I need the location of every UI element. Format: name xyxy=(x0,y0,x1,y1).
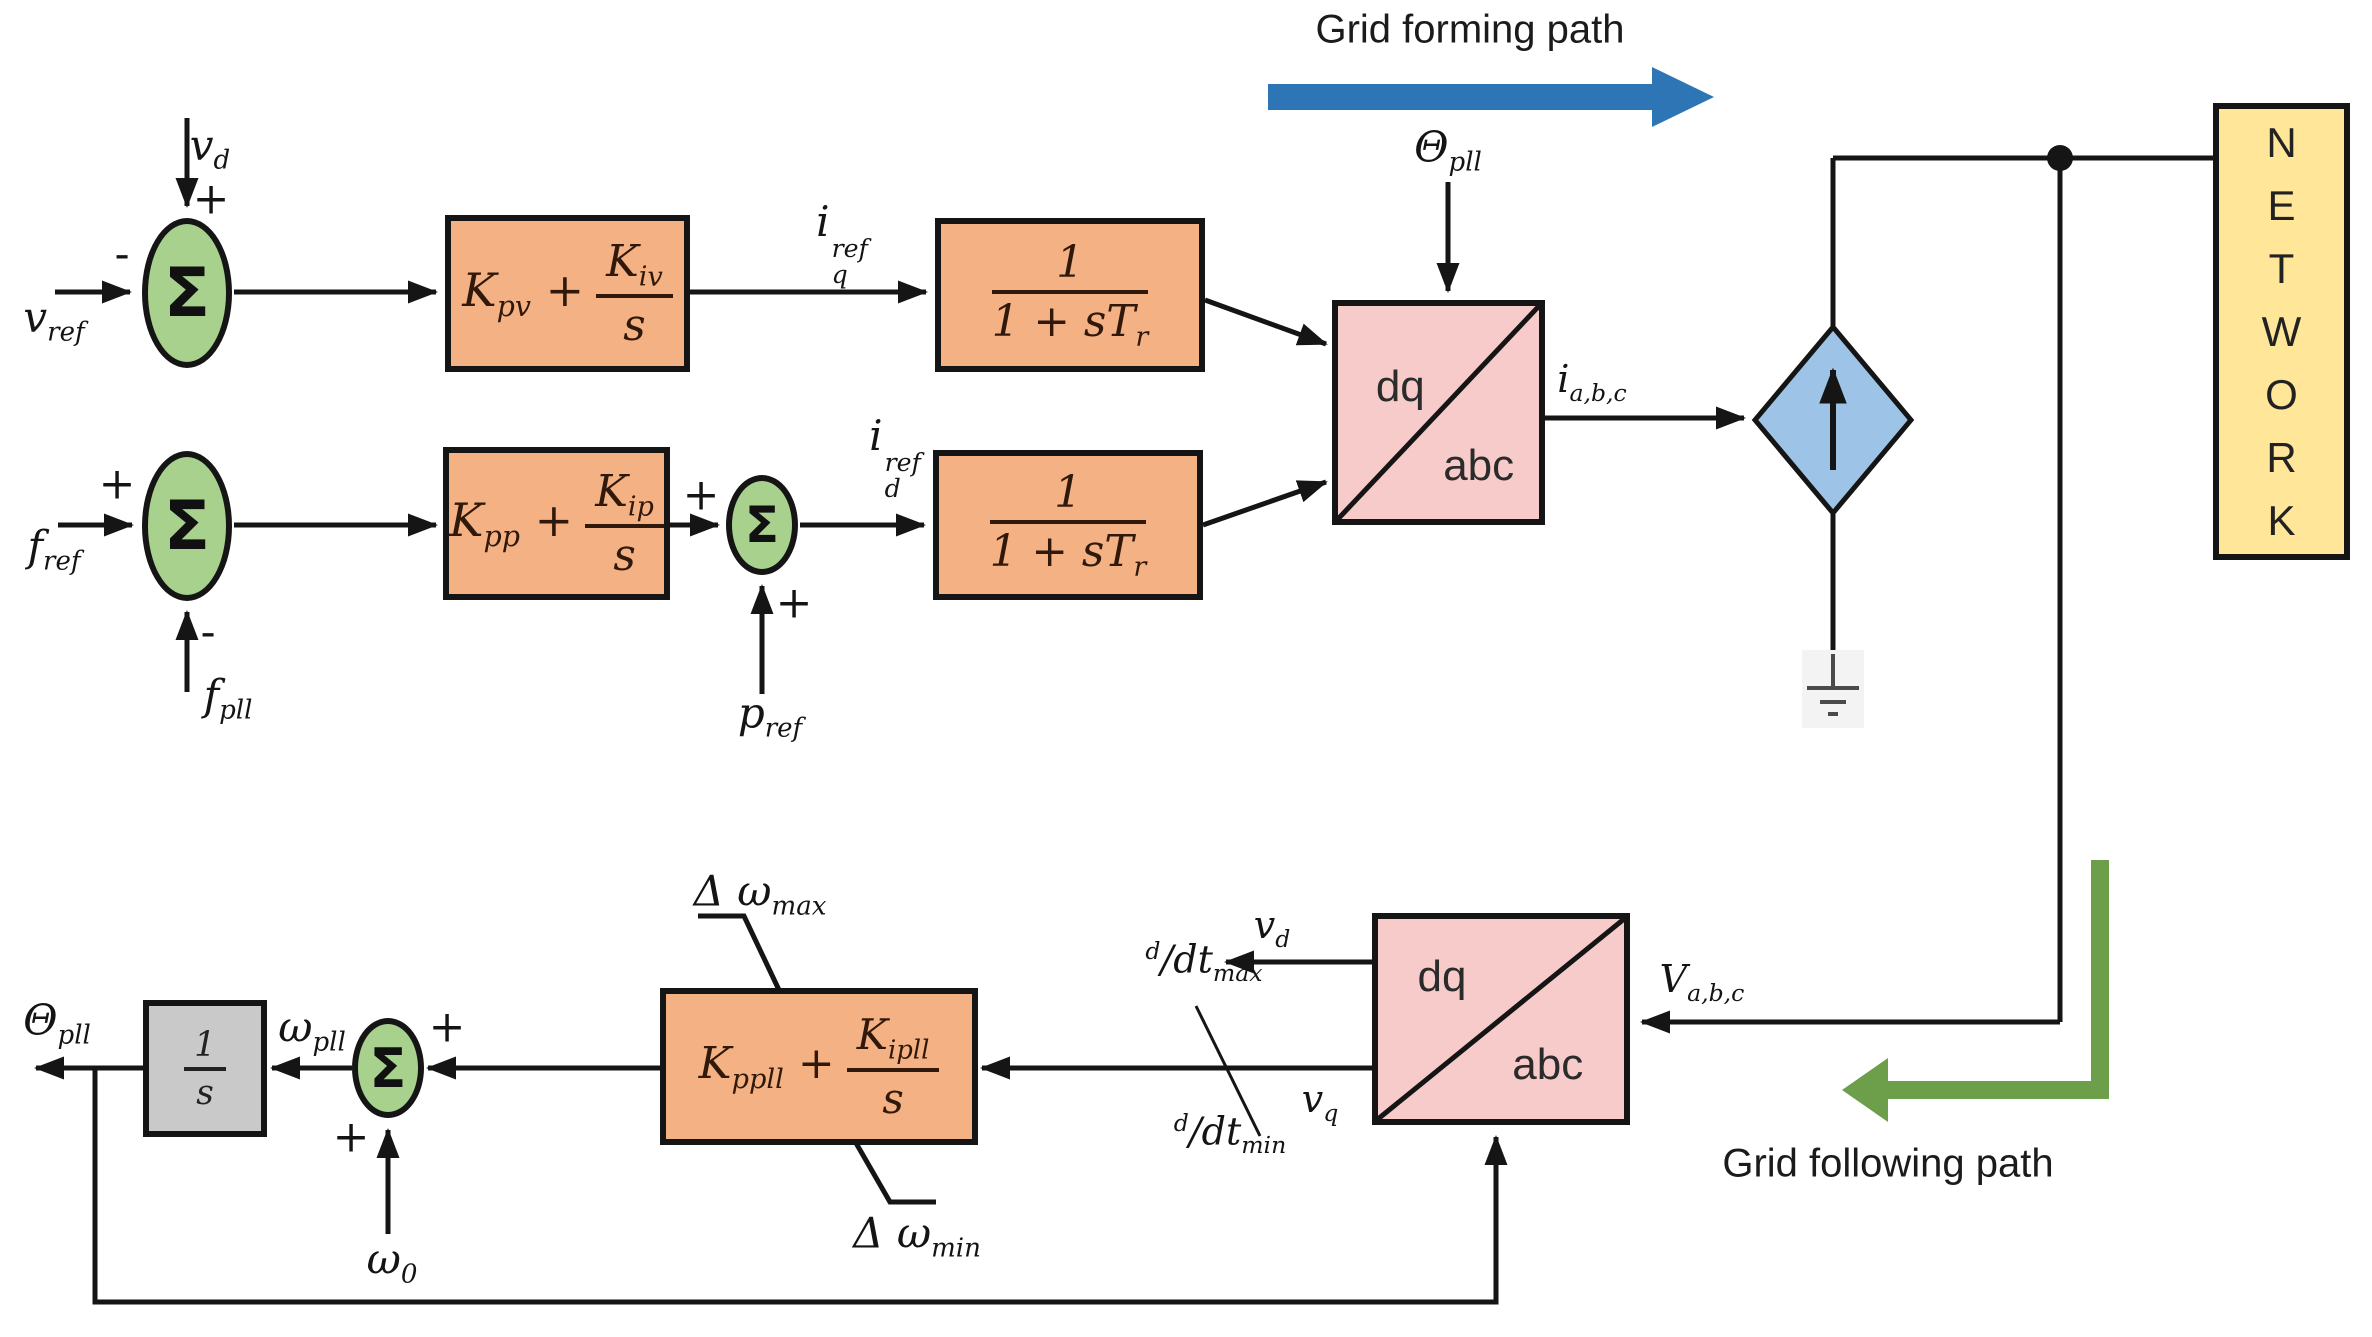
integrator-block: 1 s xyxy=(143,1000,267,1137)
current-lag-d-block: 1 1 + sTr xyxy=(933,450,1203,600)
fraction-numerator: Kip xyxy=(585,466,664,529)
pi-voltage-fraction: Kiv s xyxy=(596,236,673,352)
wire-lag-q-to-dq-top xyxy=(1204,297,1328,347)
label-theta-pll-top: Θpll xyxy=(1414,122,1482,178)
pi-voltage-block: Kpv + Kiv s xyxy=(445,215,690,372)
pi-power-pre: Kpp + xyxy=(449,493,574,554)
fraction-numerator: Kipll xyxy=(846,1010,940,1072)
lag-q-fraction: 1 1 + sTr xyxy=(991,237,1149,353)
dq-label: dq xyxy=(1375,361,1425,411)
fraction-denominator: 1 + sTr xyxy=(991,296,1149,353)
pi-power-fraction: Kip s xyxy=(585,466,664,582)
fraction-denominator: s xyxy=(882,1073,904,1123)
label-vd-output: vd xyxy=(1253,903,1291,953)
integrator-fraction: 1 s xyxy=(184,1025,226,1113)
sum-junction-pll: Σ xyxy=(352,1018,424,1118)
sign-minus-vref: - xyxy=(114,228,130,280)
grid-following-arrow-shaft xyxy=(1888,860,2109,1099)
label-vref: vref xyxy=(23,292,85,348)
sum-symbol: Σ xyxy=(369,1036,407,1100)
pi-pll-block: Kppll + Kipll s xyxy=(660,988,978,1145)
wire-theta-feedback xyxy=(92,1068,1508,1305)
sum-junction-voltage: Σ xyxy=(142,218,232,368)
sum-symbol: Σ xyxy=(744,496,780,554)
fraction-numerator: 1 xyxy=(989,467,1147,525)
grid-following-path-caption: Grid following path xyxy=(1722,1141,2054,1186)
label-vabc: Va,b,c xyxy=(1659,957,1745,1007)
sum-symbol: Σ xyxy=(163,486,211,566)
sign-plus-pll-in: + xyxy=(428,1001,466,1053)
label-delta-omega-max: Δ ωmax xyxy=(693,866,827,922)
sign-plus-power-in: + xyxy=(682,469,720,521)
dq-abc-transform-top: dq abc xyxy=(1332,300,1545,525)
label-ddt-min: d/dtmin xyxy=(1173,1108,1287,1160)
sign-plus-fref: + xyxy=(98,458,136,510)
label-delta-omega-min: Δ ωmin xyxy=(853,1208,981,1264)
limit-max-icon xyxy=(698,913,782,992)
fraction-denominator: s xyxy=(623,300,646,352)
grid-following-arrow-icon xyxy=(1842,1058,1888,1122)
pi-pll-pre: Kppll + xyxy=(698,1038,835,1095)
dq-diagonal xyxy=(1338,306,1539,519)
pi-pll-fraction: Kipll s xyxy=(846,1010,940,1123)
pi-power-block: Kpp + Kip s xyxy=(443,447,670,600)
label-omega-pll: ωpll xyxy=(278,1002,346,1058)
label-omega-zero: ω0 xyxy=(366,1234,418,1290)
dq-label: dq xyxy=(1417,952,1467,1001)
sign-plus-omega0: + xyxy=(332,1111,370,1163)
label-pref: pref xyxy=(737,688,803,744)
sum-junction-power: Σ xyxy=(726,475,798,575)
sign-plus-vd: + xyxy=(192,173,230,225)
fraction-denominator: 1 + sTr xyxy=(989,526,1147,583)
abc-dq-transform-bottom: dq abc xyxy=(1372,913,1630,1125)
pi-voltage-pre: Kpv + xyxy=(462,263,585,324)
fraction-numerator: 1 xyxy=(184,1025,226,1071)
limit-min-icon xyxy=(853,1141,936,1205)
label-theta-pll-output: Θpll xyxy=(23,995,91,1051)
rate-limiter-icon xyxy=(1194,1005,1262,1137)
grid-forming-arrow-icon xyxy=(1652,67,1714,127)
label-fref: fref xyxy=(27,521,81,577)
sign-plus-pref: + xyxy=(775,577,813,629)
ground-icon xyxy=(1807,654,1859,716)
network-block: NETWORK xyxy=(2213,103,2350,560)
abc-label: abc xyxy=(1512,1040,1584,1089)
current-lag-q-block: 1 1 + sTr xyxy=(935,218,1205,372)
label-fpll: fpll xyxy=(203,670,253,726)
fraction-denominator: s xyxy=(196,1072,214,1113)
abc-label: abc xyxy=(1443,440,1515,490)
lag-d-fraction: 1 1 + sTr xyxy=(989,467,1147,583)
fraction-denominator: s xyxy=(613,530,636,582)
sum-symbol: Σ xyxy=(163,253,211,333)
fraction-numerator: Kiv xyxy=(596,236,673,299)
label-vd-input: vd xyxy=(189,120,231,176)
grid-forming-path-caption: Grid forming path xyxy=(1315,7,1625,52)
sum-junction-frequency: Σ xyxy=(142,451,232,601)
sign-minus-fpll: - xyxy=(200,606,216,658)
label-iabc: ia,b,c xyxy=(1557,357,1627,407)
wire-lag-d-to-dq-top xyxy=(1202,479,1328,528)
network-label: NETWORK xyxy=(2261,119,2302,544)
label-ddt-max: d/dtmax xyxy=(1145,936,1263,988)
label-vq: vq xyxy=(1301,1077,1339,1127)
fraction-numerator: 1 xyxy=(991,237,1149,295)
dq-diagonal xyxy=(1378,919,1624,1119)
